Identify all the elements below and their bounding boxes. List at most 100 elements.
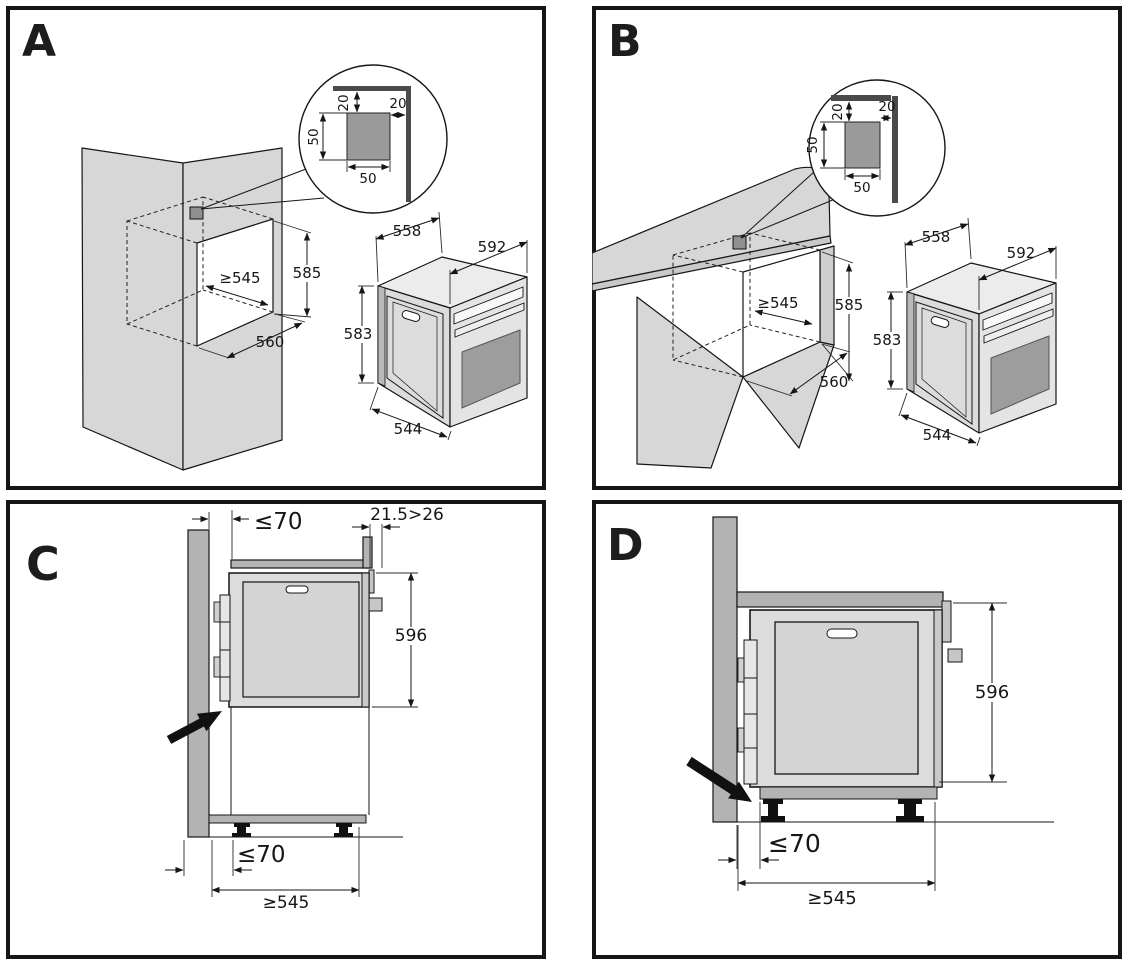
dim-label-oven-depth-top: 558 <box>922 228 951 246</box>
dim-label-niche-width: ≥545 <box>757 294 798 312</box>
dim-label-cabinet-depth: ≥545 <box>807 888 856 909</box>
cavity-dashed-outline <box>672 232 821 378</box>
leader-line <box>200 168 307 210</box>
base-plinth <box>759 786 938 800</box>
panel-b-letter: B <box>608 16 642 67</box>
panel-d: D <box>592 500 1122 959</box>
oven-dim-lines <box>887 217 1057 447</box>
door-grip-slot <box>401 310 421 322</box>
oven-side-view <box>213 569 383 708</box>
door-grip-slot <box>930 316 950 328</box>
oven-side-view <box>737 600 963 822</box>
plinth <box>208 814 367 824</box>
dim-label-vent-width: 50 <box>359 171 376 187</box>
worktop <box>230 559 370 569</box>
dim-label-oven-depth-bottom: 544 <box>394 420 423 438</box>
dimensions: ≤70 21.5>26 596 ≤70 ≥545 <box>165 505 444 913</box>
door-handle <box>454 302 525 338</box>
oven-3d <box>358 211 528 441</box>
vent-cutout-detail <box>844 121 881 169</box>
vent-cutout <box>189 206 204 220</box>
dim-label-oven-width: 592 <box>478 238 507 256</box>
adjacent-wall-panel <box>187 529 210 838</box>
rear-flange <box>941 600 952 643</box>
adjustable-foot <box>896 799 924 822</box>
door-edge <box>219 594 231 702</box>
vent-detail-circle: 20 20 50 50 <box>298 64 448 214</box>
dim-label-oven-front-height: 596 <box>395 626 427 646</box>
dim-label-oven-height: 583 <box>344 325 373 343</box>
dim-label-niche-width: ≥545 <box>219 269 260 287</box>
niche-dimensions: ≥545 585 560 <box>198 220 322 359</box>
vent-detail-circle: 20 20 50 50 <box>805 79 946 217</box>
grip-slot <box>826 628 858 639</box>
panel-c-border <box>6 500 546 959</box>
niche-dimensions: ≥545 585 560 <box>746 251 864 397</box>
control-panel <box>982 292 1053 331</box>
panel-c-letter: C <box>26 537 60 591</box>
adjustable-foot <box>334 823 353 837</box>
dim-label-oven-width: 592 <box>1007 244 1036 262</box>
dim-label-niche-height: 585 <box>293 264 322 282</box>
oven-dim-labels: 558 592 583 544 <box>873 228 1036 444</box>
oven-window <box>461 329 521 409</box>
tall-cabinet <box>81 147 283 471</box>
rear-wall-panel <box>362 536 373 569</box>
dim-label-vent-gap-top: 20 <box>336 94 352 111</box>
oven-window <box>990 335 1050 415</box>
vent-cutout <box>732 235 747 250</box>
dimensions: 596 ≤70 ≥545 <box>718 602 1009 909</box>
dim-label-vent-gap-side: 20 <box>878 99 895 115</box>
oven-back-band <box>933 609 943 788</box>
pointer-arrow-icon <box>166 711 222 744</box>
hinge-tab <box>213 656 221 678</box>
dim-label-front-clearance: ≤70 <box>768 829 821 858</box>
dim-label-vent-height: 50 <box>805 136 821 153</box>
leader-line <box>740 198 836 239</box>
oven-side-panel <box>242 581 360 698</box>
side-panel <box>636 296 744 469</box>
dim-label-oven-front-height: 596 <box>975 682 1009 703</box>
grip-slot <box>285 585 309 594</box>
connector-knob <box>947 648 963 663</box>
panel-a: A <box>6 6 546 490</box>
dim-label-oven-height: 583 <box>873 331 902 349</box>
dim-label-front-clearance-bottom: ≤70 <box>237 842 286 868</box>
dim-label-vent-height: 50 <box>306 128 322 145</box>
dim-label-niche-height: 585 <box>835 296 864 314</box>
dim-label-vent-gap-top: 20 <box>830 103 846 120</box>
adjustable-foot <box>232 823 251 837</box>
oven-dim-lines <box>358 211 528 441</box>
dim-label-front-clearance-top: ≤70 <box>254 509 303 535</box>
door-seal-strip <box>377 285 386 387</box>
door-seal-strip <box>906 291 915 393</box>
panel-c: C <box>6 500 546 959</box>
side-wall-bar <box>892 96 898 203</box>
oven-3d <box>887 217 1057 447</box>
hinge-tab <box>737 657 745 683</box>
adjustable-foot <box>761 799 785 822</box>
dim-label-cabinet-depth: ≥545 <box>263 893 310 913</box>
hinge-tab <box>213 601 221 623</box>
dim-label-niche-depth: 560 <box>256 333 285 351</box>
panel-d-letter: D <box>607 520 644 571</box>
control-panel <box>453 286 524 325</box>
oven-back-band <box>361 572 370 708</box>
dim-label-oven-depth-bottom: 544 <box>923 426 952 444</box>
connector-knob <box>368 597 383 612</box>
dim-label-vent-width: 50 <box>853 180 870 196</box>
right-edge <box>819 245 835 346</box>
worktop-edge-bar <box>831 95 891 101</box>
panel-a-letter: A <box>22 16 56 67</box>
pointer-arrow-icon <box>686 756 752 802</box>
dim-label-rear-gap: 21.5>26 <box>370 505 444 525</box>
oven-dim-labels: 558 592 583 544 <box>344 222 507 438</box>
worktop-edge <box>592 235 832 292</box>
side-wall-bar <box>406 86 411 202</box>
vent-cutout-detail <box>346 112 391 161</box>
worktop <box>736 591 944 608</box>
dim-label-niche-depth: 560 <box>820 373 849 391</box>
adjacent-wall-panel <box>712 516 738 823</box>
door-edge <box>743 639 758 785</box>
